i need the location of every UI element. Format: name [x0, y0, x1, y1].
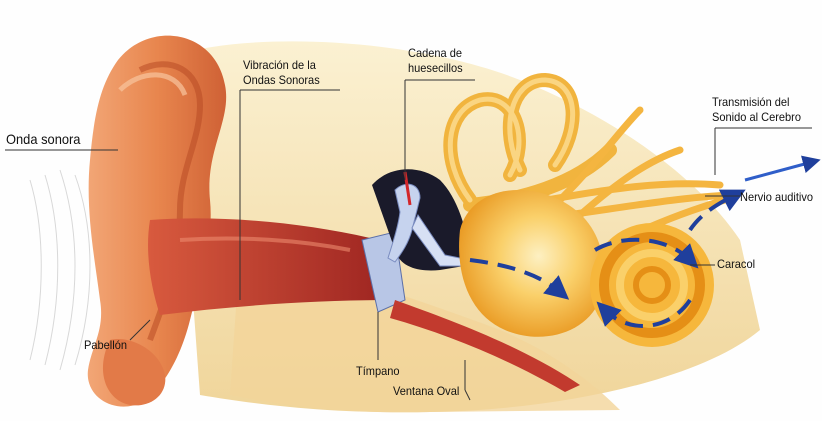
label-vibracion-line2: Ondas Sonoras [243, 73, 320, 87]
label-timpano: Tímpano [356, 364, 400, 378]
label-cadena-line1: Cadena de [408, 46, 462, 60]
sound-waves [30, 170, 90, 370]
label-pabellon: Pabellón [84, 338, 127, 352]
label-cadena-line2: huesecillos [408, 61, 463, 75]
brain-arrow [745, 162, 812, 180]
label-vibracion-line1: Vibración de la [243, 58, 316, 72]
label-transmision-line1: Transmisión del [712, 95, 790, 109]
label-transmision-line2: Sonido al Cerebro [712, 110, 801, 124]
label-ventana-oval: Ventana Oval [393, 384, 459, 398]
label-onda-sonora: Onda sonora [6, 131, 80, 147]
label-nervio-auditivo: Nervio auditivo [740, 190, 813, 204]
label-caracol: Caracol [717, 257, 755, 271]
